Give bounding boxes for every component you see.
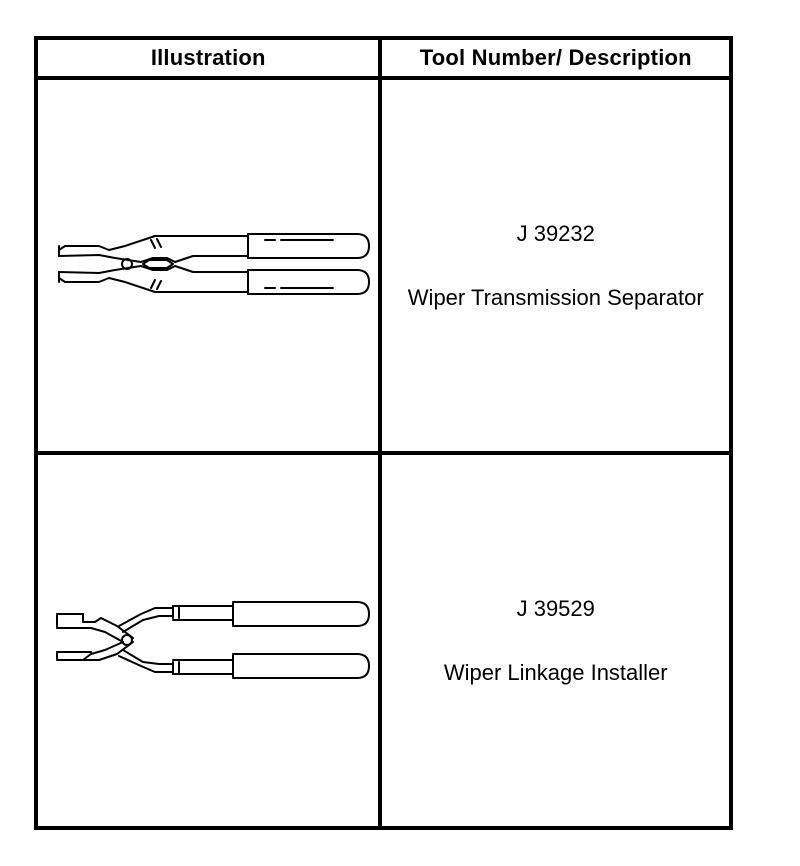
- description-cell: J 39232 Wiper Transmission Separator: [378, 76, 733, 455]
- table-row: J 39232 Wiper Transmission Separator: [33, 76, 733, 455]
- tool-number: J 39232: [516, 220, 595, 246]
- illustration-cell: [33, 76, 383, 455]
- tool-description: Wiper Transmission Separator: [407, 284, 704, 310]
- tool-description: Wiper Linkage Installer: [443, 659, 668, 685]
- wiper-transmission-separator-icon: [58, 232, 371, 295]
- header-tool-number-description: Tool Number/ Description: [378, 36, 733, 80]
- description-cell: J 39529 Wiper Linkage Installer: [378, 451, 733, 830]
- header-illustration: Illustration: [33, 36, 383, 80]
- illustration-cell: [33, 451, 383, 830]
- tool-number: J 39529: [516, 595, 595, 621]
- table-row: J 39529 Wiper Linkage Installer: [33, 451, 733, 830]
- wiper-linkage-installer-icon: [56, 600, 371, 679]
- table-header-row: Illustration Tool Number/ Description: [33, 36, 733, 80]
- tool-table: Illustration Tool Number/ Description: [33, 36, 733, 830]
